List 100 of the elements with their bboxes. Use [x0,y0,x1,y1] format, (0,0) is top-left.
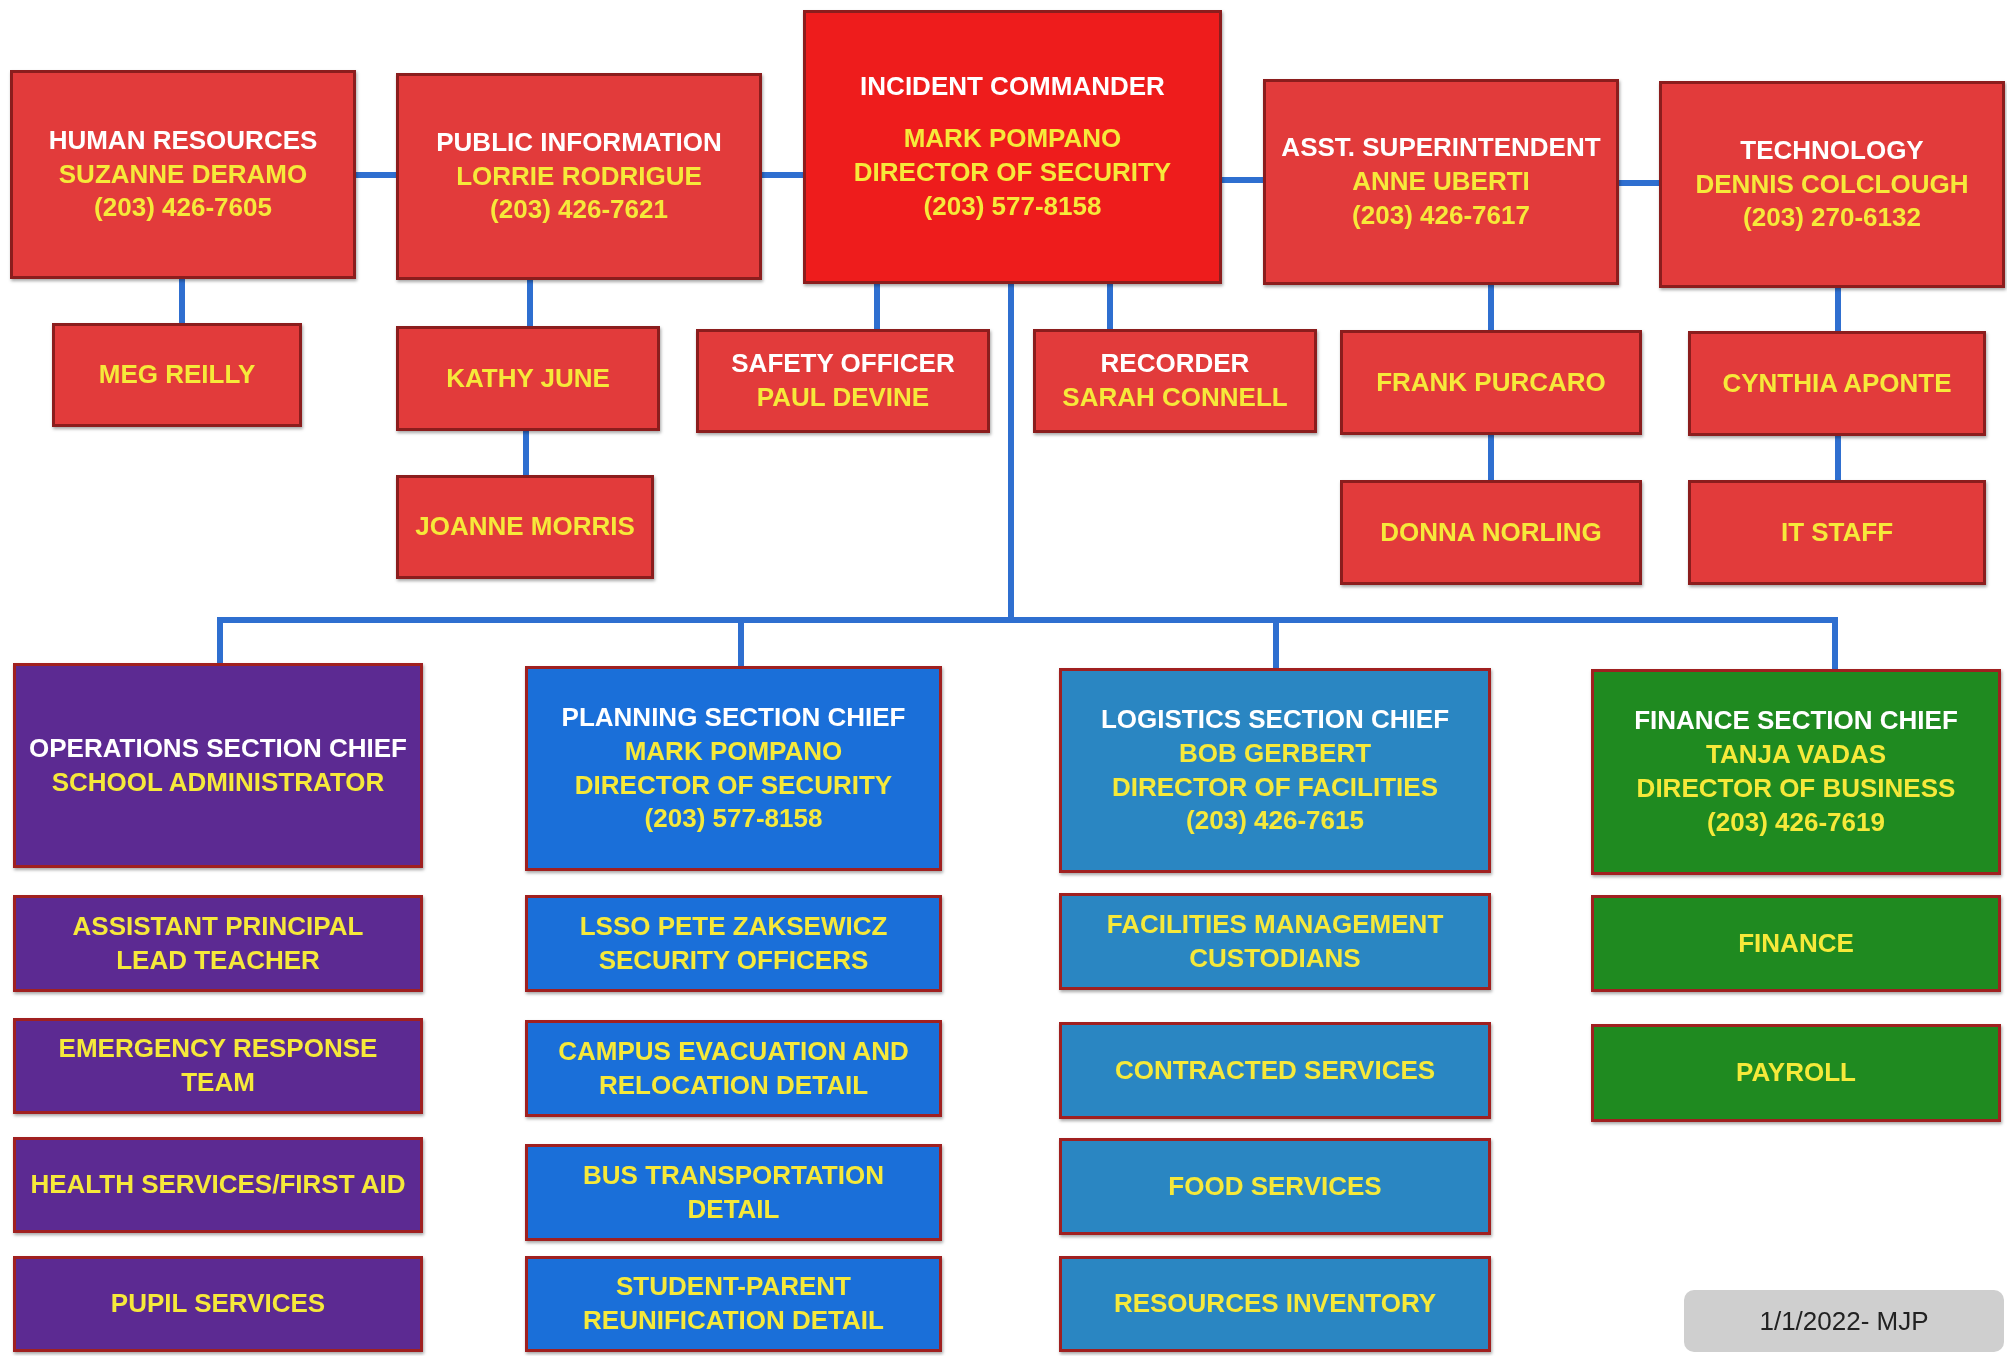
date-stamp: 1/1/2022- MJP [1684,1290,2004,1352]
role-detail: PUPIL SERVICES [110,1287,326,1321]
role-box [803,10,1222,284]
role-detail: (203) 426-7619 [1707,805,1885,839]
role-title: TECHNOLOGY [1740,133,1924,167]
role-detail: LSSO PETE ZAKSEWICZ [579,909,888,943]
role-box [696,329,990,433]
role-detail: (203) 577-8158 [923,189,1102,223]
connector-line [1107,284,1113,329]
role-box [396,475,654,579]
role-detail: ASSISTANT PRINCIPAL [72,909,364,943]
role-detail: (203) 426-7605 [94,191,272,225]
role-detail: (203) 426-7617 [1352,198,1530,232]
role-detail: CAMPUS EVACUATION AND RELOCATION DETAIL [557,1034,910,1102]
role-box [13,1137,423,1233]
role-detail: JOANNE MORRIS [415,510,635,544]
role-box [1340,480,1642,585]
role-detail: STUDENT-PARENT REUNIFICATION DETAIL [582,1270,885,1337]
role-title: HUMAN RESOURCES [48,123,318,157]
connector-line [1488,435,1494,480]
role-box [1059,1138,1491,1235]
role-detail: DIRECTOR OF SECURITY [853,156,1172,189]
role-detail: CYNTHIA APONTE [1722,366,1952,400]
role-detail: (203) 577-8158 [644,802,823,836]
role-detail: DIRECTOR OF SECURITY [574,768,893,802]
role-detail: PAUL DEVINE [756,381,930,414]
connector-line [356,172,396,178]
role-box [1591,1024,2001,1122]
role-box [1059,668,1491,873]
role-title: ASST. SUPERINTENDENT [1281,131,1601,165]
role-detail: SARAH CONNELL [1062,381,1288,414]
role-title: LOGISTICS SECTION CHIEF [1100,702,1450,736]
role-box [1340,330,1642,435]
role-box [1059,1256,1491,1352]
role-box [1659,81,2005,288]
role-detail: TANJA VADAS [1705,738,1887,772]
role-detail: (203) 270-6132 [1743,201,1921,235]
role-title: OPERATIONS SECTION CHIEF [29,731,407,765]
role-detail: ANNE UBERTI [1352,165,1530,199]
role-detail: CUSTODIANS [1189,941,1361,975]
role-box [1059,893,1491,990]
connector-line [1222,177,1263,183]
role-title: INCIDENT COMMANDER [860,70,1165,104]
role-detail: EMERGENCY RESPONSE TEAM [57,1032,379,1099]
role-detail: MEG REILLY [98,358,256,392]
role-detail: FINANCE [1738,926,1854,960]
role-box [525,1020,942,1117]
role-detail: BUS TRANSPORTATION DETAIL [582,1158,885,1226]
role-box [525,1144,942,1241]
role-detail: BOB GERBERT [1178,736,1372,770]
role-box [396,326,660,431]
role-detail: FOOD SERVICES [1168,1169,1382,1203]
role-detail: FACILITIES MANAGEMENT [1106,907,1444,941]
role-detail: PAYROLL [1736,1056,1856,1090]
role-box [13,1256,423,1352]
role-detail: LEAD TEACHER [116,943,320,977]
role-detail: LORRIE RODRIGUE [456,159,702,193]
role-box [1263,79,1619,285]
role-box [1059,1022,1491,1119]
role-box [525,1256,942,1352]
role-box [10,70,356,279]
role-detail: MARK POMPANO [624,734,843,768]
role-detail: HEALTH SERVICES/FIRST AID [30,1168,406,1202]
role-title: FINANCE SECTION CHIEF [1634,704,1958,738]
role-box [1591,669,2001,875]
role-detail: SECURITY OFFICERS [598,943,869,977]
role-box [525,895,942,992]
role-detail: DENNIS COLCLOUGH [1695,167,1969,201]
role-detail: (203) 426-7621 [490,193,668,227]
role-detail: KATHY JUNE [446,361,610,395]
role-box [1688,480,1986,585]
role-detail: SCHOOL ADMINISTRATOR [51,765,385,799]
role-box [1688,331,1986,436]
connector-line [523,431,529,475]
role-box [1591,895,2001,992]
role-title: SAFETY OFFICER [731,347,955,381]
role-title: PLANNING SECTION CHIEF [561,700,906,734]
role-detail: (203) 426-7615 [1186,804,1364,838]
connector-line [1619,180,1659,186]
connector-line [1835,288,1841,331]
role-detail: SUZANNE DERAMO [58,157,308,191]
role-detail: CONTRACTED SERVICES [1114,1053,1436,1087]
role-box [13,1018,423,1114]
connector-line [527,280,533,326]
role-detail: DIRECTOR OF BUSINESS [1636,772,1956,805]
connector-line [762,172,803,178]
role-detail: RESOURCES INVENTORY [1113,1287,1437,1321]
role-box [13,663,423,868]
role-box [396,73,762,280]
connector-line [874,284,880,329]
role-box [1033,329,1317,433]
role-box [13,895,423,992]
connector-line [1488,285,1494,330]
role-title: RECORDER [1100,347,1250,381]
role-detail: MARK POMPANO [903,122,1122,156]
connector-line [179,279,185,323]
connector-line [1835,436,1841,480]
role-box [52,323,302,427]
role-detail: FRANK PURCARO [1376,365,1606,399]
role-detail: DIRECTOR OF FACILITIES [1112,770,1438,804]
